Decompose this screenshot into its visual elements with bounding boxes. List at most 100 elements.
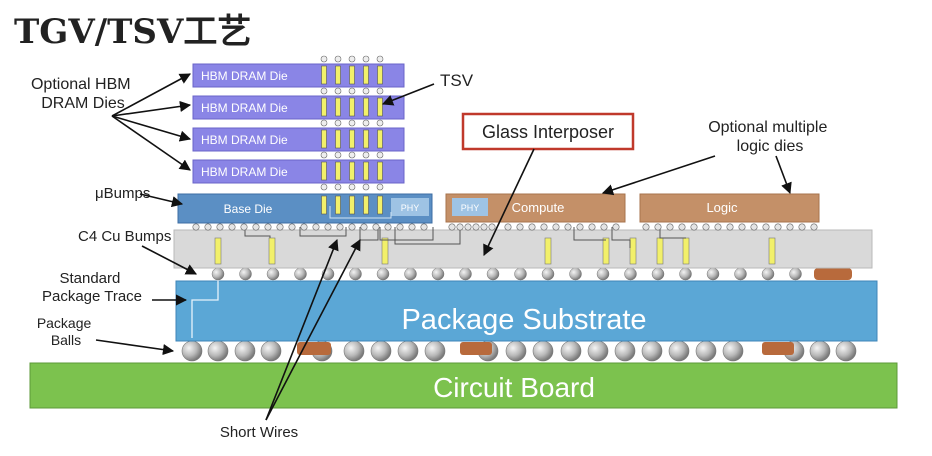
standard-trace-label: Standard Package Trace	[42, 270, 142, 305]
package-ball	[695, 340, 717, 362]
tsv-columns	[320, 55, 384, 215]
hbm-die-label: HBM DRAM Die	[201, 101, 288, 115]
package-pad	[762, 342, 794, 355]
tsv-via	[377, 65, 383, 85]
micro-bumps	[192, 223, 818, 231]
tsv-bump	[362, 87, 370, 95]
package-ball	[207, 340, 229, 362]
package-ball	[809, 340, 831, 362]
micro-bump	[288, 223, 296, 231]
tsv-bump	[362, 183, 370, 191]
glass-interposer-callout	[461, 112, 635, 151]
package-ball	[234, 340, 256, 362]
micro-bump	[540, 223, 548, 231]
package-ball	[614, 340, 636, 362]
tsv-bump	[320, 55, 328, 63]
hbm-die-label: HBM DRAM Die	[201, 133, 288, 147]
micro-bump	[472, 223, 480, 231]
annotation-arrows	[95, 73, 792, 421]
short-wires-label: Short Wires	[220, 424, 298, 441]
package-ball	[587, 340, 609, 362]
micro-bump	[240, 223, 248, 231]
micro-bump	[714, 223, 722, 231]
micro-bump	[464, 223, 472, 231]
page-title: TGV/TSV工艺	[14, 12, 252, 52]
tsv-bump	[334, 87, 342, 95]
interposer-via	[544, 237, 552, 265]
tsv-via	[363, 195, 369, 215]
micro-bump	[276, 223, 284, 231]
tsv-bump	[348, 183, 356, 191]
interposer-vias	[214, 237, 776, 265]
tsv-bump	[376, 119, 384, 127]
tsv-bump	[334, 55, 342, 63]
c4-bump	[294, 267, 307, 281]
package-ball	[722, 340, 744, 362]
substrate-pad	[814, 268, 852, 280]
package-ball	[370, 340, 392, 362]
hbm-die-label: HBM DRAM Die	[201, 69, 288, 83]
package-ball	[641, 340, 663, 362]
micro-bump	[552, 223, 560, 231]
package-ball	[532, 340, 554, 362]
micro-bump	[396, 223, 404, 231]
tsv-via	[377, 195, 383, 215]
tsv-bump	[348, 87, 356, 95]
micro-bump	[408, 223, 416, 231]
micro-bump	[564, 223, 572, 231]
package-balls-label: Package Balls	[37, 315, 95, 348]
circuit-board-label: Circuit Board	[433, 372, 595, 403]
micro-bump	[204, 223, 212, 231]
tsv-bump	[376, 151, 384, 159]
glass-interposer	[173, 229, 873, 269]
tsv-via	[335, 65, 341, 85]
tsv-via	[363, 129, 369, 149]
micro-bump	[360, 223, 368, 231]
package-ball	[668, 340, 690, 362]
package-pad	[460, 342, 492, 355]
micro-bump	[642, 223, 650, 231]
tsv-bump	[376, 55, 384, 63]
micro-bump	[192, 223, 200, 231]
c4-bump	[514, 267, 527, 281]
micro-bump	[612, 223, 620, 231]
tsv-via	[349, 97, 355, 117]
interposer-via	[768, 237, 776, 265]
interposer-via	[682, 237, 690, 265]
tsv-bump	[320, 87, 328, 95]
tsv-bump	[348, 55, 356, 63]
c4-bump	[706, 267, 720, 281]
glass-interposer-label: Glass Interposer	[482, 122, 614, 142]
micro-bump	[666, 223, 674, 231]
tsv-via	[321, 129, 327, 149]
micro-bump	[252, 223, 260, 231]
c4-bump	[761, 267, 775, 281]
tsv-via	[321, 195, 327, 215]
phy-base-label: PHY	[401, 203, 420, 213]
circuit-board	[29, 362, 898, 409]
c4-bumps	[211, 267, 802, 281]
tsv-bump	[320, 151, 328, 159]
c4-bump	[266, 267, 280, 281]
c4-bump	[596, 267, 610, 281]
micro-bump	[384, 223, 392, 231]
tsv-bump	[376, 183, 384, 191]
tsv-via	[321, 161, 327, 181]
micro-bump	[372, 223, 380, 231]
tsv-via	[335, 161, 341, 181]
tsv-via	[321, 65, 327, 85]
tsv-bump	[376, 87, 384, 95]
micro-bump	[738, 223, 746, 231]
c4-bump	[569, 267, 582, 281]
micro-bump	[448, 223, 456, 231]
micro-bump	[750, 223, 758, 231]
c4-bump	[679, 267, 692, 281]
tsv-bump	[320, 119, 328, 127]
package-ball	[835, 340, 857, 362]
tsv-bump	[334, 151, 342, 159]
package-ball	[397, 340, 419, 362]
micro-bump	[324, 223, 332, 231]
tsv-via	[363, 161, 369, 181]
c4-bump	[431, 267, 445, 281]
